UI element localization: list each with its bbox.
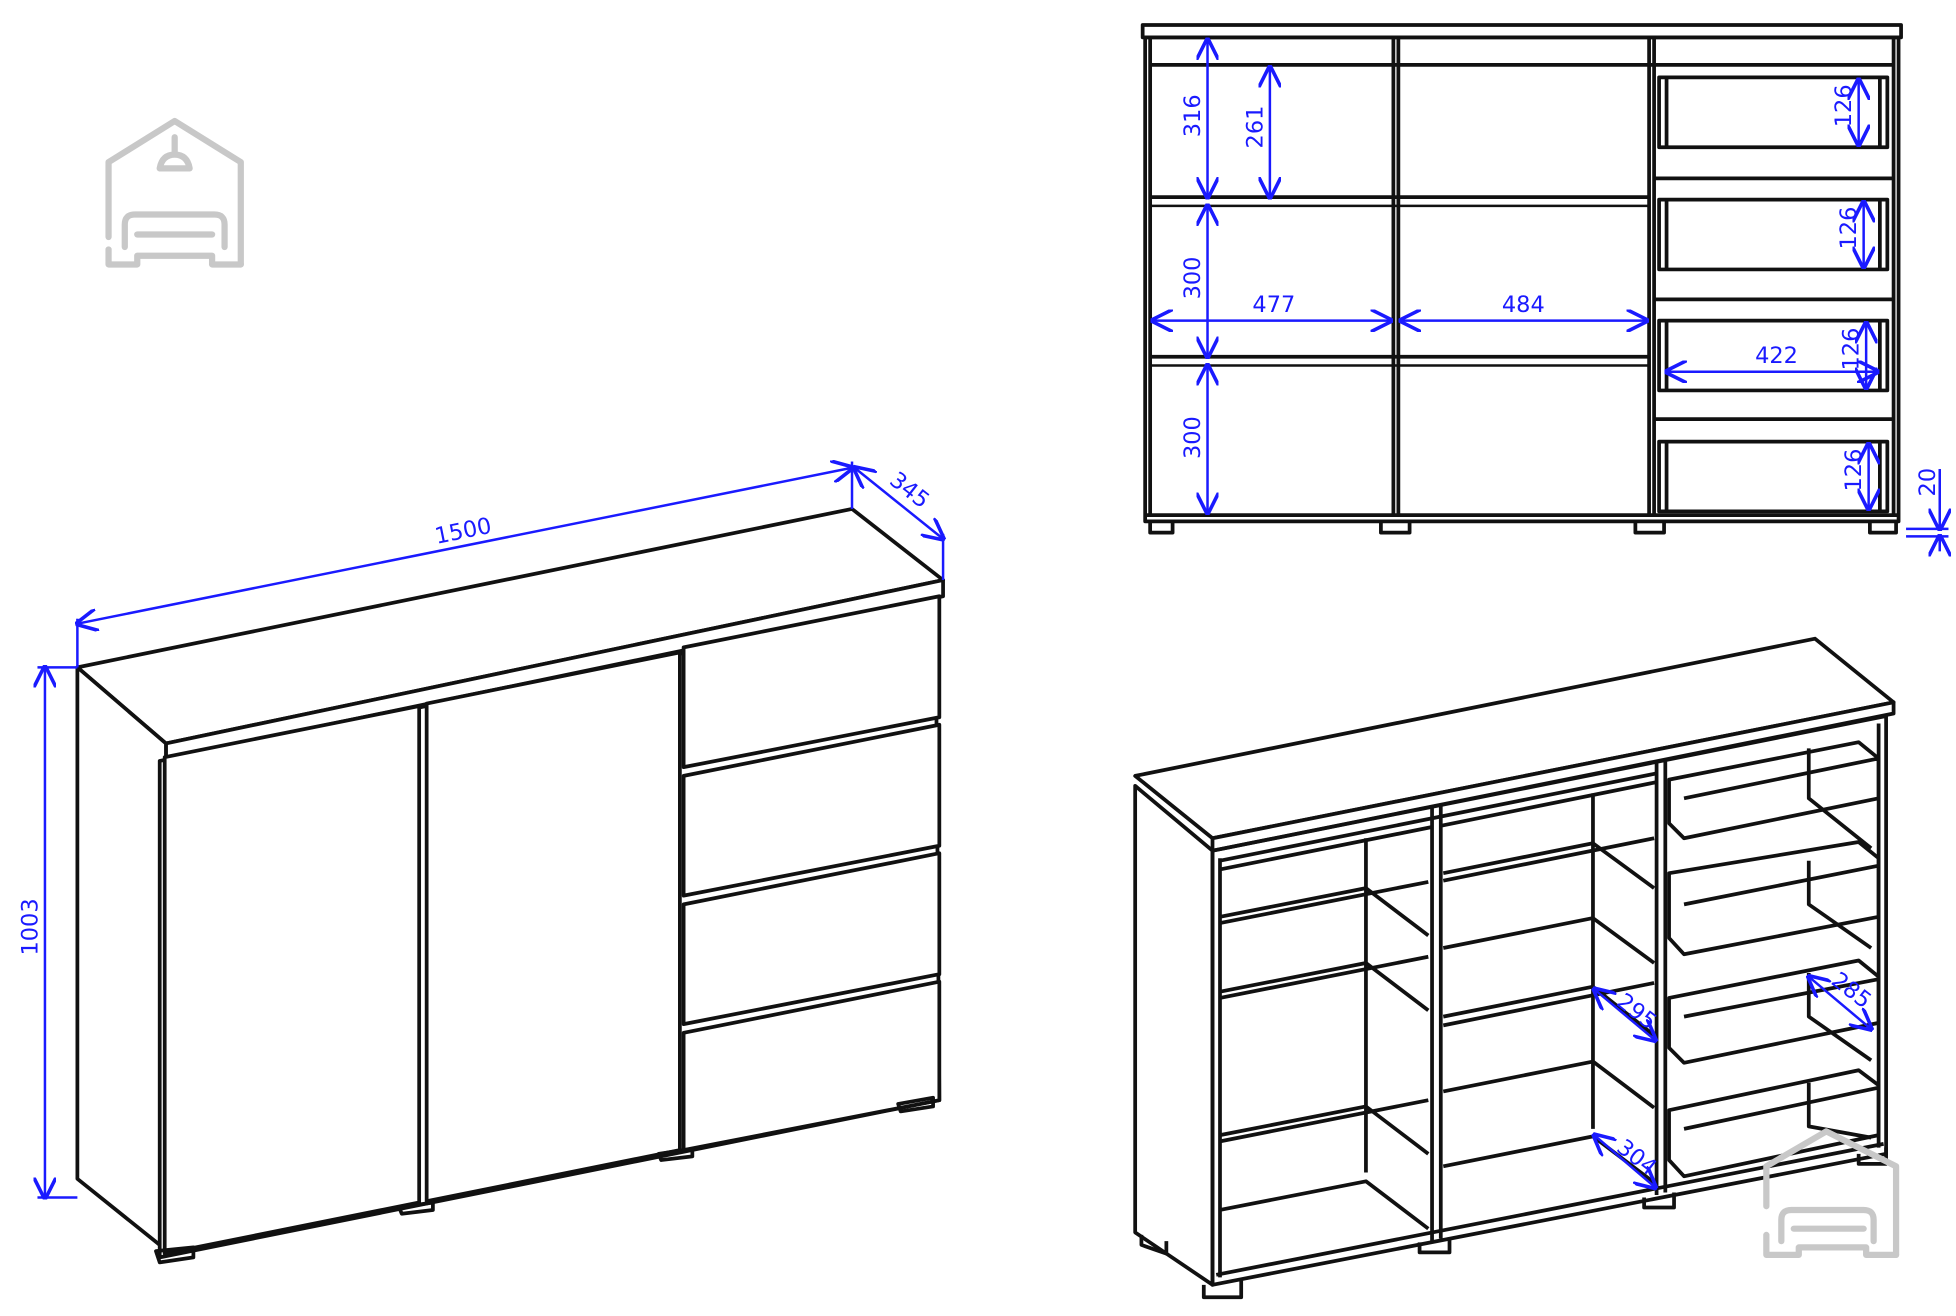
- height-dimension: 1003: [17, 898, 43, 955]
- drawer-2-height: 126: [1836, 207, 1862, 250]
- plinth-height: 20: [1915, 468, 1941, 497]
- front-view-dimensions: 316 261 300 300 477 484 126 126 126 126 …: [1153, 40, 1949, 551]
- drawer-3-height: 126: [1839, 328, 1865, 371]
- lower-shelf-depth: 304: [1612, 1134, 1662, 1181]
- drawer-4-height: 126: [1841, 449, 1867, 492]
- house-sofa-logo-icon: [1763, 1128, 1900, 1258]
- depth-dimension: 345: [884, 467, 934, 514]
- width-dimension: 1500: [433, 513, 494, 550]
- upper-shelf-depth: 295: [1612, 988, 1662, 1035]
- top-compartment-height: 316: [1180, 94, 1206, 137]
- drawer-1-height: 126: [1831, 84, 1857, 127]
- left-compartment-width: 477: [1252, 292, 1295, 318]
- middle-compartment-height: 300: [1180, 257, 1206, 300]
- house-sofa-logo-icon: [105, 117, 244, 268]
- sideboard-front-view: [1140, 23, 1903, 535]
- drawer-width: 422: [1755, 343, 1798, 369]
- sideboard-closed-isometric: [75, 507, 945, 1265]
- bottom-compartment-height: 300: [1180, 416, 1206, 459]
- drawer-depth: 285: [1826, 967, 1876, 1014]
- top-compartment-inner-height: 261: [1242, 106, 1268, 149]
- middle-compartment-width: 484: [1502, 292, 1545, 318]
- sideboard-open-isometric: [1133, 636, 1896, 1300]
